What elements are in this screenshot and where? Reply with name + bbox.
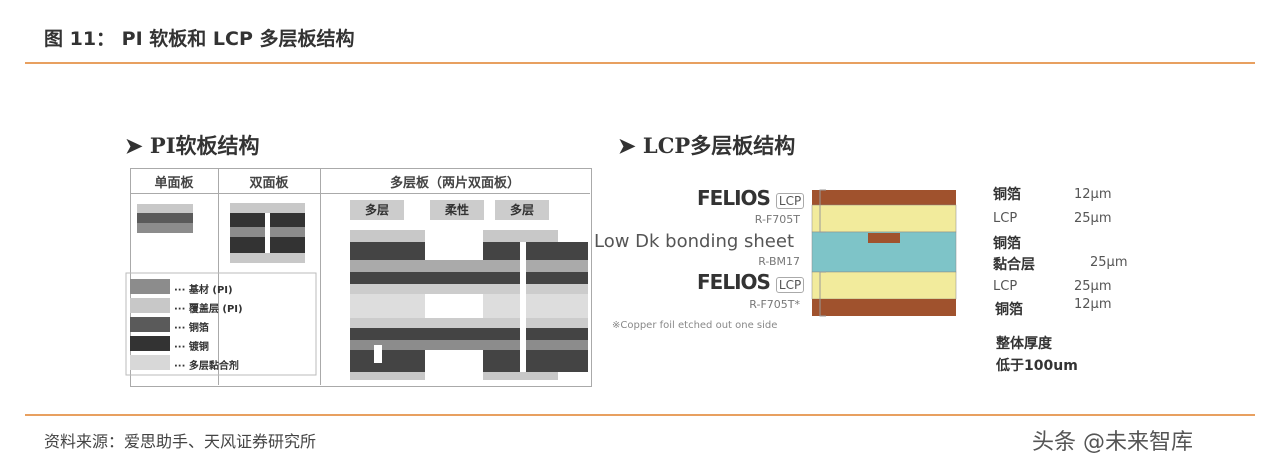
col-divider: [218, 168, 219, 385]
pi-title-text: PI软板结构: [149, 133, 260, 158]
tag-flexible: 柔性: [430, 200, 484, 220]
layer-copper: [812, 190, 956, 205]
etched-copper: [868, 233, 900, 243]
product-code: R-F705T: [754, 213, 800, 226]
legend-item: ··· 镀铜: [174, 342, 209, 353]
layer-value: 25μm: [1074, 211, 1112, 226]
top-divider: [25, 62, 1255, 64]
col-multi: 多层板（两片双面板）: [389, 176, 520, 191]
layer-value: 25μm: [1074, 279, 1112, 294]
legend-item: ··· 覆盖层 (PI): [174, 304, 243, 315]
watermark: 头条 @未来智库: [1032, 430, 1193, 455]
layer-value: 25μm: [1090, 255, 1128, 270]
col-double: 双面板: [249, 176, 289, 191]
lcp-stack: [811, 189, 957, 317]
legend-item: ··· 多层黏合剂: [174, 361, 239, 372]
legend-item: ··· 铜箔: [174, 323, 209, 334]
layer-name: 黏合层: [993, 257, 1035, 273]
legend-item: ··· 基材 (PI): [174, 285, 233, 296]
felios-logo: FELIOS LCP: [697, 270, 805, 294]
lcp-section-title: ➤ LCP多层板结构: [618, 133, 796, 158]
figure-title: 图 11： PI 软板和 LCP 多层板结构: [44, 28, 355, 50]
total-thickness-label: 整体厚度: [996, 336, 1052, 352]
bonding-label: Low Dk bonding sheet: [594, 231, 794, 252]
layer-name: 铜箔: [993, 236, 1021, 252]
bottom-divider: [25, 414, 1255, 416]
layer-value: 12μm: [1074, 297, 1112, 312]
product-code: R-F705T*: [749, 298, 800, 311]
double-sided-board: [230, 203, 305, 263]
legend-box: [125, 272, 317, 376]
col-single: 单面板: [154, 176, 194, 191]
bonding-code: R-BM17: [758, 255, 800, 268]
pi-diagrams: [125, 203, 588, 380]
pi-structure-table: [130, 168, 592, 387]
tag-multilayer-right: 多层: [495, 200, 549, 220]
total-thickness-value: 低于100um: [996, 358, 1078, 374]
multilayer-board: [350, 230, 588, 380]
col-divider: [320, 168, 321, 385]
layer-lcp: [811, 204, 957, 233]
layer-name: 铜箔: [995, 302, 1023, 318]
layer-name: 铜箔: [993, 187, 1021, 203]
tag-multilayer-left: 多层: [350, 200, 404, 220]
felios-logo: FELIOS LCP: [697, 186, 805, 210]
lcp-title-text: LCP多层板结构: [642, 133, 796, 158]
single-sided-board: [137, 204, 193, 233]
table-header-line: [130, 193, 590, 194]
footnote: ※Copper foil etched out one side: [612, 320, 778, 331]
layer-name: LCP: [993, 211, 1018, 226]
layer-lcp: [811, 271, 957, 300]
layer-name: LCP: [993, 279, 1018, 294]
pi-section-title: ➤ PI软板结构: [125, 133, 260, 158]
source-note: 资料来源：爱思助手、天风证券研究所: [44, 432, 317, 451]
layer-copper: [812, 299, 956, 316]
layer-value: 12μm: [1074, 187, 1112, 202]
